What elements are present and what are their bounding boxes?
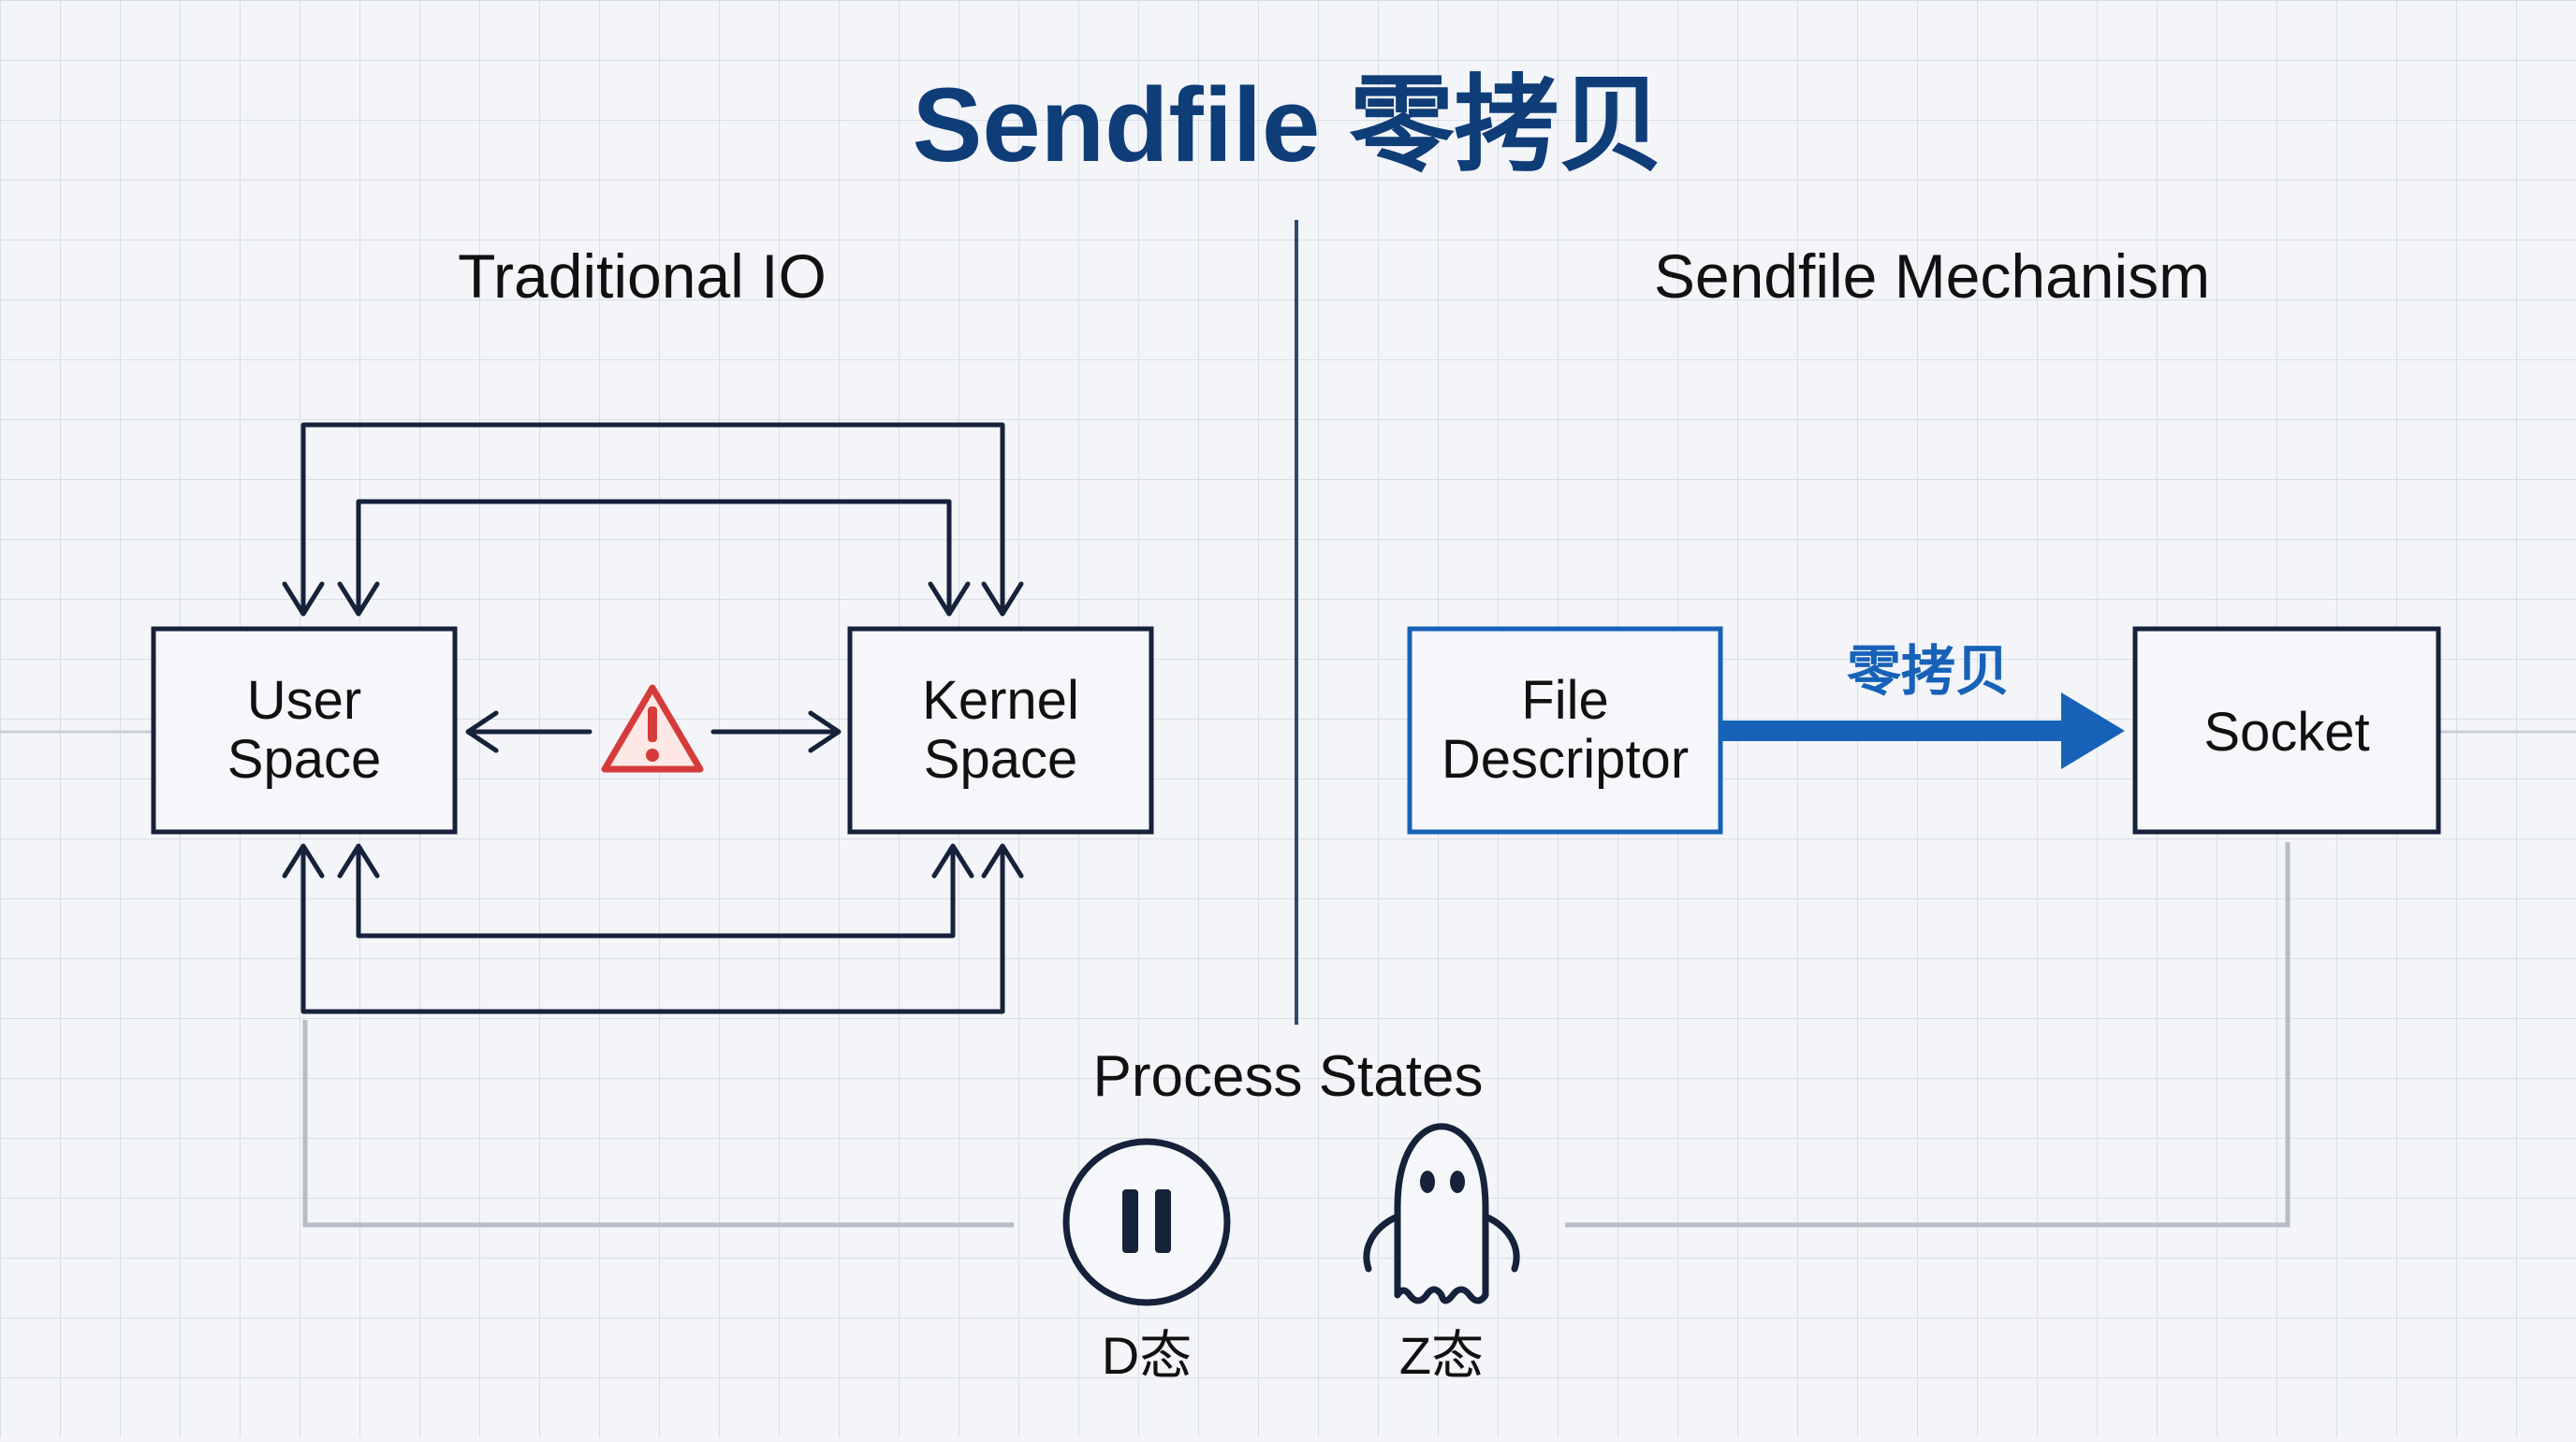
arrowhead-inner-bottom-left xyxy=(337,843,380,879)
connector-left-to-process-states xyxy=(302,1020,1014,1228)
arrowhead-outer-bottom-left xyxy=(282,843,325,879)
kernel-space-box: Kernel Space xyxy=(847,626,1154,835)
arrowhead-outer-top-left xyxy=(282,581,325,617)
kernel-space-label-line2: Space xyxy=(924,729,1077,790)
zero-copy-label: 零拷贝 xyxy=(1847,641,2010,702)
outer-top-loop-arrow xyxy=(300,422,1005,613)
arrowhead-inner-top-left xyxy=(337,581,380,617)
ghost-icon xyxy=(1363,1123,1520,1304)
file-descriptor-label-line2: Descriptor xyxy=(1442,729,1689,790)
inner-top-loop-arrow xyxy=(356,499,952,613)
arrowhead-inner-bottom-right xyxy=(931,843,974,879)
file-descriptor-label-line1: File xyxy=(1521,670,1608,731)
user-space-box: User Space xyxy=(151,626,458,835)
arrowhead-outer-top-right xyxy=(981,581,1024,617)
sendfile-mechanism-heading: Sendfile Mechanism xyxy=(1654,241,2210,311)
outer-bottom-loop-arrow xyxy=(300,847,1005,1014)
traditional-io-heading: Traditional IO xyxy=(458,241,827,311)
zero-copy-arrow xyxy=(1720,692,2125,769)
inner-bottom-loop-arrow xyxy=(356,847,956,939)
arrowhead-to-user-space xyxy=(465,710,499,753)
page-title: Sendfile 零拷贝 xyxy=(913,66,1664,183)
copy-loop-arrows xyxy=(282,422,1024,1014)
file-descriptor-box: File Descriptor xyxy=(1407,626,1723,835)
warning-triangle-icon xyxy=(601,684,704,773)
z-state-label: Z态 xyxy=(1399,1326,1484,1385)
arrowhead-inner-top-right xyxy=(928,581,971,617)
arrowhead-outer-bottom-right xyxy=(981,843,1024,879)
user-space-label-line1: User xyxy=(247,670,361,731)
process-states-heading: Process States xyxy=(1093,1044,1484,1109)
kernel-space-label-line1: Kernel xyxy=(922,670,1079,731)
arrowhead-to-kernel-space xyxy=(808,710,842,753)
connector-right-to-process-states xyxy=(1565,842,2291,1228)
socket-box: Socket xyxy=(2132,626,2441,835)
socket-label: Socket xyxy=(2203,702,2369,763)
pause-icon xyxy=(1062,1138,1231,1306)
user-space-label-line2: Space xyxy=(227,729,381,790)
d-state-label: D态 xyxy=(1102,1326,1192,1385)
